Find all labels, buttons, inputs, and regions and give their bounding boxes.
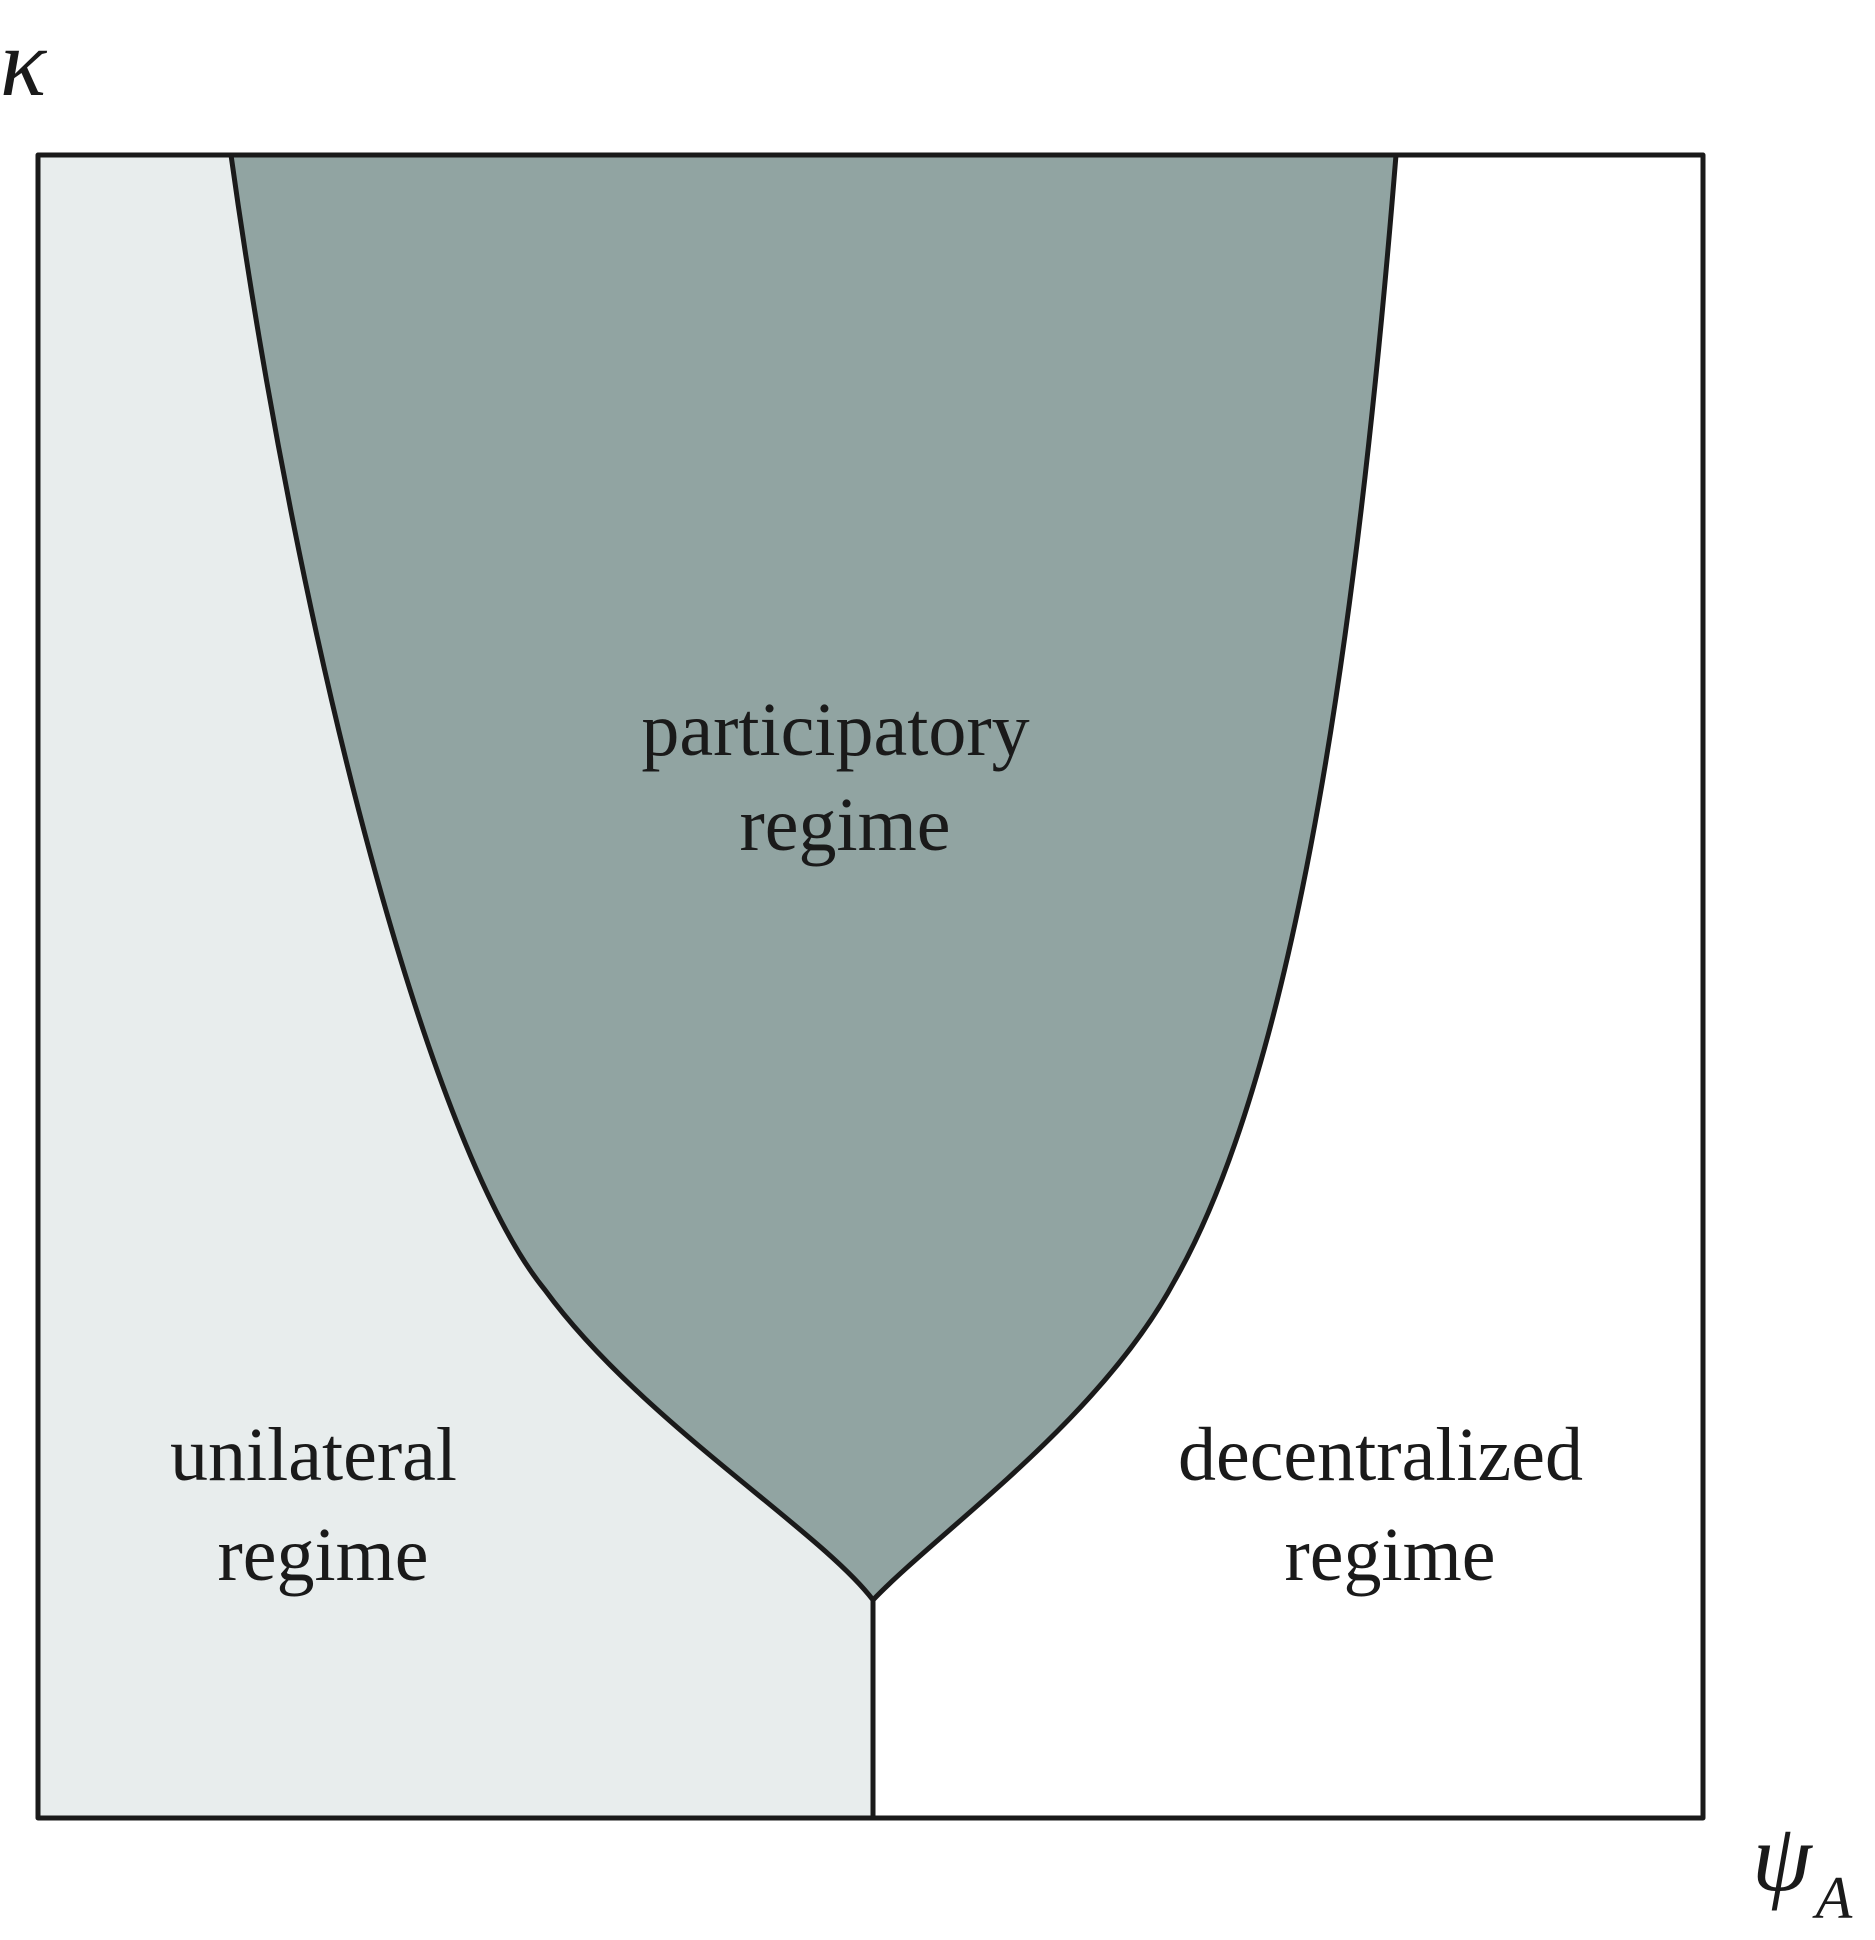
- y-axis-label: κ: [0, 9, 48, 116]
- participatory-region: [231, 155, 1396, 1600]
- participatory-label: participatory regime: [641, 688, 1048, 867]
- decentralized-label: decentralized regime: [1178, 1413, 1602, 1597]
- decentralized-label-line2: regime: [1284, 1513, 1495, 1597]
- decentralized-label-line1: decentralized: [1178, 1413, 1583, 1497]
- x-axis-label-main: ψ: [1752, 1804, 1813, 1911]
- unilateral-region: [38, 155, 873, 1818]
- unilateral-label-line1: unilateral: [170, 1413, 457, 1497]
- x-axis-label: ψA: [1752, 1804, 1853, 1931]
- left-boundary-curve: [228, 154, 875, 1602]
- unilateral-label-line2: regime: [217, 1513, 428, 1597]
- x-axis-label-subscript: A: [1812, 1865, 1853, 1931]
- participatory-label-line1: participatory: [641, 688, 1029, 772]
- decentralized-region: [873, 155, 1703, 1818]
- unilateral-label: unilateral regime: [170, 1413, 476, 1597]
- plot-frame: [35, 152, 1706, 1821]
- participatory-label-line2: regime: [739, 783, 950, 867]
- right-boundary-curve: [871, 154, 1399, 1602]
